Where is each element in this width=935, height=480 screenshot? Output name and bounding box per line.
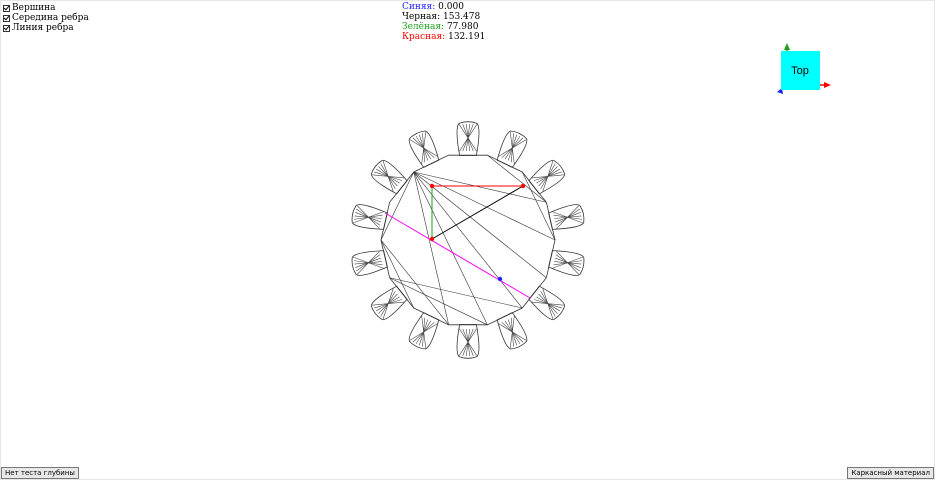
readout-blue-value: 0.000 xyxy=(438,2,464,12)
view-cube-face-top[interactable] xyxy=(781,51,820,90)
triangulation-edge xyxy=(487,154,547,203)
triangulation-edge xyxy=(413,171,523,309)
tooth-mesh-line xyxy=(458,124,478,152)
gear-tooth xyxy=(496,130,528,168)
tooth-mesh-line xyxy=(372,301,405,306)
readout-green-label: Зелёная: xyxy=(402,22,445,32)
tooth-mesh-line xyxy=(382,160,394,192)
gear-tooth xyxy=(456,324,480,359)
triangulation-edge xyxy=(413,171,547,203)
readout-black-value: 153.478 xyxy=(443,12,481,22)
readout-red-label: Красная: xyxy=(402,32,446,42)
triangulation-edge xyxy=(380,171,415,241)
triangulation-edge xyxy=(389,277,523,309)
gear-tooth xyxy=(548,204,585,230)
tooth-mesh-line xyxy=(421,131,427,165)
option-vertex[interactable]: Вершина xyxy=(3,3,89,13)
tooth-mesh-line xyxy=(409,323,438,341)
triangulation-edge xyxy=(413,171,556,241)
option-edge-midpoint[interactable]: Середина ребра xyxy=(3,13,89,23)
checkbox-edge-line[interactable] xyxy=(3,24,10,32)
tooth-mesh-line xyxy=(542,288,554,320)
gear-tooth xyxy=(548,250,585,276)
gear-tooth xyxy=(351,250,388,276)
label-edge-midpoint: Середина ребра xyxy=(12,13,89,23)
triangulation-edge xyxy=(389,277,488,326)
gear-tooth xyxy=(351,204,388,230)
gear-tooth xyxy=(408,312,440,350)
readout-blue-label: Синяя: xyxy=(402,2,436,12)
checkbox-edge-midpoint[interactable] xyxy=(3,14,10,22)
gear-tooth xyxy=(456,121,480,156)
axis-y-arrow-icon xyxy=(784,43,790,50)
readout-black-label: Черная: xyxy=(402,12,441,22)
checkbox-vertex[interactable] xyxy=(3,4,10,12)
triangulation-edge xyxy=(380,239,415,309)
gear-tooth xyxy=(370,159,408,195)
readout-red-value: 132.191 xyxy=(448,32,486,42)
gear-tooth xyxy=(408,130,440,168)
gear-wireframe xyxy=(351,121,585,359)
triangulation-edge xyxy=(380,239,449,326)
snap-options: Вершина Середина ребра Линия ребра xyxy=(3,3,89,33)
readout-blue: Синяя: 0.000 xyxy=(402,2,485,12)
vertex-marker-b[interactable] xyxy=(520,183,526,189)
gear-tooth xyxy=(496,312,528,350)
depth-test-button[interactable]: Нет теста глубины xyxy=(1,467,79,479)
triangulation-edge xyxy=(413,171,449,325)
tooth-mesh-line xyxy=(552,211,583,224)
triangulation-edge xyxy=(413,171,547,278)
triangulation-edge xyxy=(413,171,488,325)
measurement-readout: Синяя: 0.000 Черная: 153.478 Зелёная: 77… xyxy=(402,2,485,42)
vertex-marker-a[interactable] xyxy=(429,183,435,189)
gear-tooth xyxy=(528,285,566,321)
axis-x-arrow-icon xyxy=(824,82,831,88)
option-edge-line[interactable]: Линия ребра xyxy=(3,23,89,33)
triangulation-edge xyxy=(521,171,556,241)
vertex-marker-c[interactable] xyxy=(429,236,435,242)
gear-tooth xyxy=(370,285,408,321)
tooth-mesh-line xyxy=(353,256,384,269)
label-edge-line: Линия ребра xyxy=(12,23,74,33)
edge-line-highlight xyxy=(384,212,531,299)
tooth-mesh-line xyxy=(531,174,564,179)
edge-midpoint-marker[interactable] xyxy=(497,276,503,282)
view-cube-label: Top xyxy=(791,65,809,77)
readout-black: Черная: 153.478 xyxy=(402,12,485,22)
readout-green-value: 77.980 xyxy=(446,22,479,32)
gear-tooth xyxy=(528,159,566,195)
tooth-mesh-line xyxy=(498,139,527,157)
black-measure-line xyxy=(431,185,524,240)
tooth-mesh-line xyxy=(509,315,515,349)
tooth-mesh-line xyxy=(458,328,478,356)
tooth-mesh-line xyxy=(556,250,580,275)
wireframe-material-button[interactable]: Каркасный материал xyxy=(847,467,934,479)
label-vertex: Вершина xyxy=(12,3,56,13)
tooth-mesh-line xyxy=(356,205,380,230)
readout-green: Зелёная: 77.980 xyxy=(402,22,485,32)
view-cube[interactable]: Top xyxy=(777,43,831,94)
readout-red: Красная: 132.191 xyxy=(402,32,485,42)
